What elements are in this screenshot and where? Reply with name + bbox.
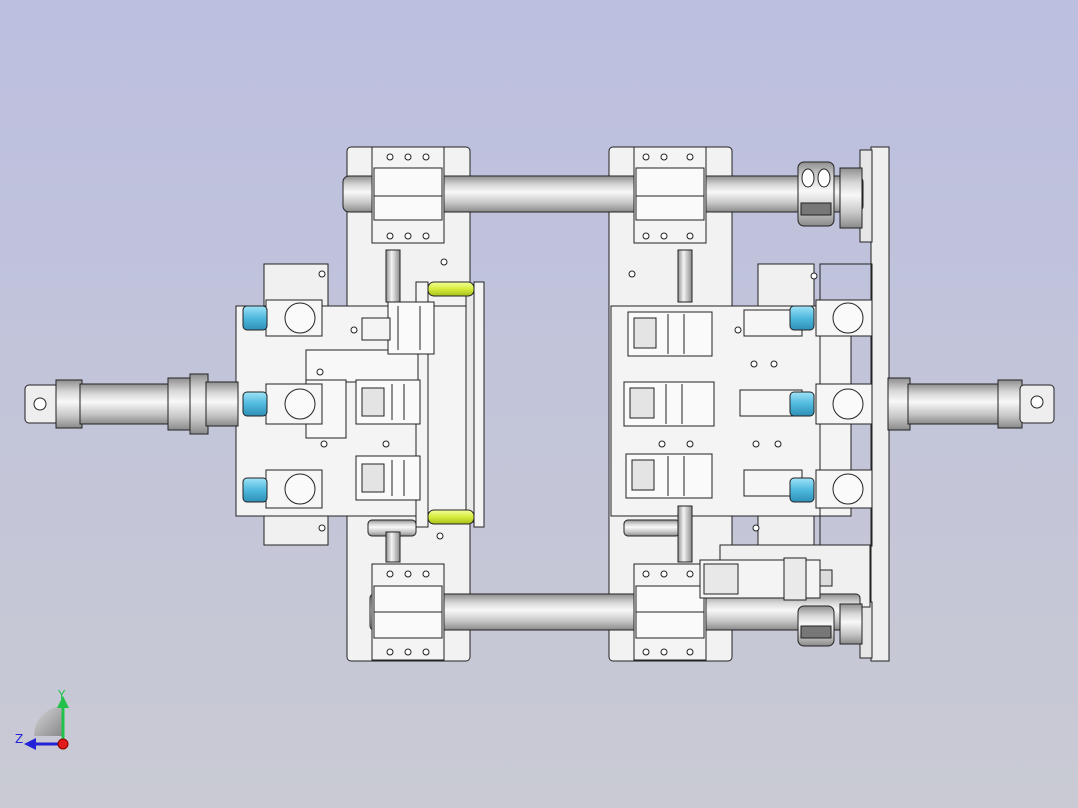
right-rotary-clamp-mid <box>815 383 873 425</box>
left-slide-arm <box>305 349 419 439</box>
bearing-block-left-top <box>371 146 445 244</box>
bearing-block-left-bottom <box>371 563 445 661</box>
left-screw-stud-top <box>385 249 401 303</box>
bearing-block-right-top <box>633 146 707 244</box>
left-rotary-clamp-bottom <box>265 469 323 509</box>
upper-guide-rod <box>342 175 864 213</box>
bearing-block-right-bottom <box>633 563 707 661</box>
right-rotary-clamp-bottom <box>815 469 873 509</box>
left-rotary-clamp-mid <box>265 383 323 425</box>
shaft-collar-bottom <box>797 603 863 647</box>
left-actuator-cylinder <box>24 373 239 435</box>
left-gripper-unit-mid <box>355 379 421 425</box>
shaft-collar-top <box>797 161 863 229</box>
right-gripper-unit-bottom <box>625 453 713 499</box>
orientation-triad <box>24 696 69 750</box>
right-gripper-unit-mid <box>623 381 715 427</box>
right-actuator-cylinder <box>887 377 1055 431</box>
guide-pin-bottom <box>427 509 475 525</box>
air-fitting-left-bottom <box>242 477 268 503</box>
air-fitting-right-top <box>789 305 815 331</box>
mounting-holes <box>316 153 818 656</box>
z-axis-label: Z <box>15 732 24 746</box>
air-fitting-right-mid <box>789 391 815 417</box>
air-fitting-left-top <box>242 305 268 331</box>
y-axis-label: Y <box>58 688 66 702</box>
x-axis-dot <box>57 738 69 750</box>
pneumatic-valve <box>699 557 833 601</box>
right-screw-stud-top <box>677 249 693 303</box>
left-gripper-unit-bottom <box>355 455 421 501</box>
left-screw-stud-bottom <box>367 519 417 563</box>
left-gripper-unit-top <box>361 301 435 355</box>
left-rotary-clamp-top <box>265 299 323 337</box>
right-screw-stud-bottom <box>623 505 693 563</box>
guide-pin-top <box>427 281 475 297</box>
right-rotary-clamp-top <box>815 299 873 337</box>
air-fitting-left-mid <box>242 391 268 417</box>
right-gripper-unit-top <box>627 311 713 357</box>
air-fitting-right-bottom <box>789 477 815 503</box>
